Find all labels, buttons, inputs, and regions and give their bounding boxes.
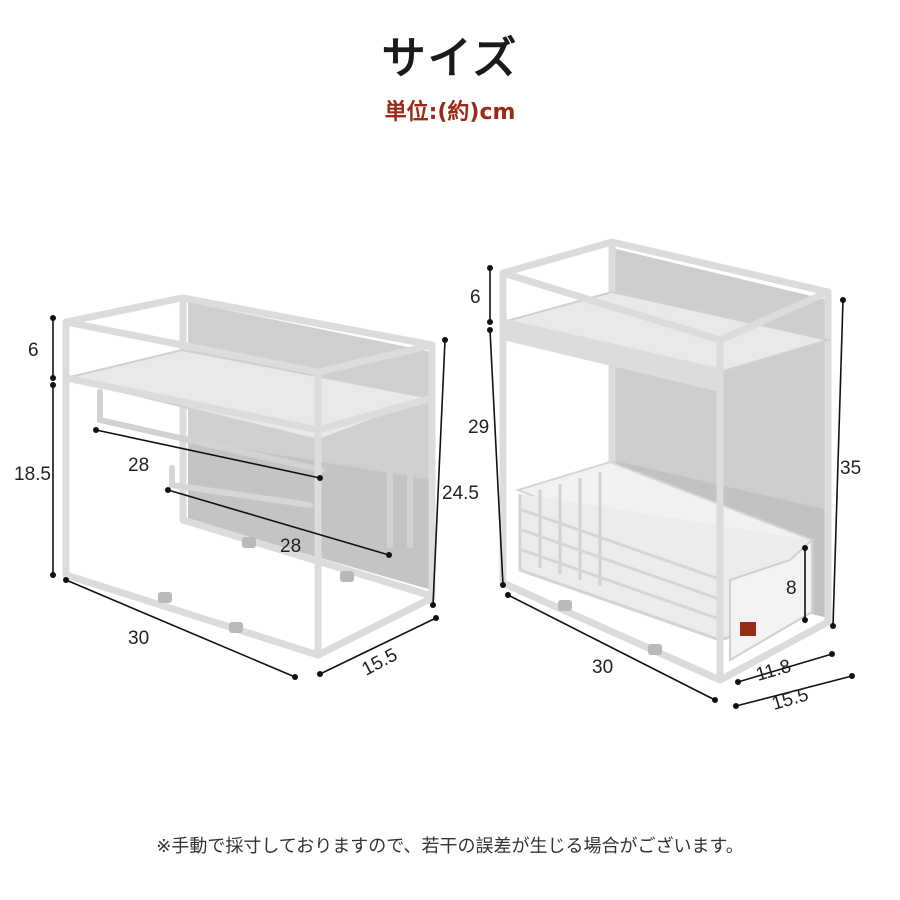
left-total-height-label: 24.5 <box>442 483 479 504</box>
left-lower-height-label: 18.5 <box>14 464 51 485</box>
right-dimension-labels: 6 29 35 8 30 11.8 15.5 <box>468 287 861 715</box>
left-lower-bar-label: 28 <box>280 536 301 557</box>
right-lower-height-label: 29 <box>468 417 489 438</box>
page-title: サイズ <box>381 33 519 84</box>
left-upper-bar-label: 28 <box>128 455 149 476</box>
right-width-label: 30 <box>592 657 613 678</box>
left-dimension-labels: 6 18.5 24.5 28 28 30 15.5 <box>14 340 479 680</box>
unit-label: 単位:(約)cm <box>384 100 516 125</box>
right-depth-label: 15.5 <box>770 684 811 714</box>
right-shelf-gap-label: 6 <box>470 287 481 308</box>
right-rack-illustration <box>499 238 832 684</box>
right-basket-height-label: 8 <box>786 578 797 599</box>
right-dimensions <box>487 265 855 709</box>
basket-label-tag <box>740 622 756 636</box>
measurement-note: ※手動で採寸しておりますので、若干の誤差が生じる場合がございます。 <box>156 836 744 857</box>
right-total-height-label: 35 <box>840 458 861 479</box>
left-depth-label: 15.5 <box>358 645 401 681</box>
left-width-label: 30 <box>128 628 149 649</box>
left-dimensions <box>50 315 448 680</box>
left-rack-illustration <box>62 294 436 659</box>
left-shelf-gap-label: 6 <box>28 340 39 361</box>
